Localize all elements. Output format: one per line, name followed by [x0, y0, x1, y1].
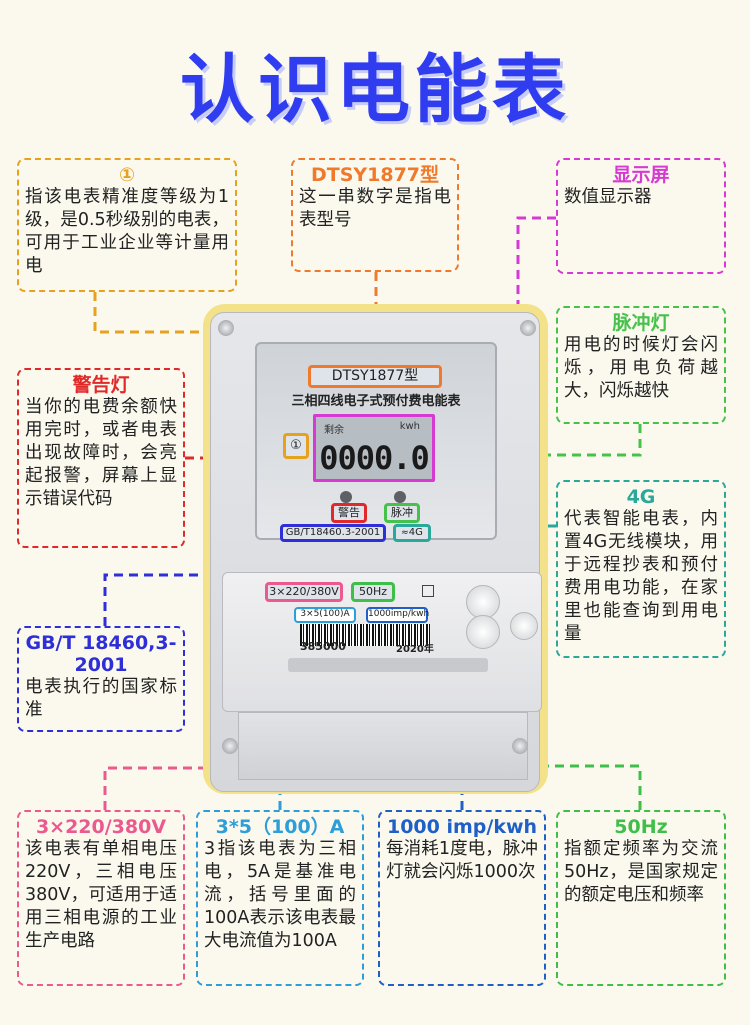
lcd-remaining-label: 剩余 — [324, 425, 344, 436]
callout-display-body: 数值显示器 — [564, 187, 652, 207]
callout-4g-body: 代表智能电表，内置4G无线模块，用于远程抄表和预付费用电功能，在家里也能查询到用… — [564, 509, 718, 644]
callout-model-body: 这一串数字是指电表型号 — [299, 187, 451, 230]
voltage-tag: 3×220/380V — [265, 582, 343, 602]
imp-tag: 1000imp/kwh — [366, 607, 429, 623]
meter-terminal-cover — [238, 712, 528, 780]
callout-imp: 1000 imp/kwh 每消耗1度电，脉冲灯就会闪烁1000次 — [378, 810, 546, 986]
callout-gbt-body: 电表执行的国家标准 — [25, 677, 177, 720]
callout-display-head: 显示屏 — [612, 164, 670, 186]
network-tag: ≈4G — [393, 524, 431, 542]
callout-current-body: 3指该电表为三相电，5A是基准电流，括号里面的100A表示该电表最大电流值为10… — [204, 839, 356, 951]
callout-imp-body: 每消耗1度电，脉冲灯就会闪烁1000次 — [386, 839, 538, 882]
callout-pulse: 脉冲灯 用电的时候灯会闪烁，用电负荷越大，闪烁越快 — [556, 306, 726, 424]
callout-alarm: 警告灯 当你的电费余额快用完时，或者电表出现故障时，会亮起报警，屏幕上显示错误代… — [17, 368, 185, 548]
screw-icon — [512, 738, 528, 754]
callout-voltage-body: 该电表有单相电压220V，三相电压380V，可适用于适用三相电源的工业生产电路 — [25, 839, 177, 951]
alarm-tag: 警告 — [331, 503, 367, 523]
callout-voltage: 3×220/380V 该电表有单相电压220V，三相电压380V，可适用于适用三… — [17, 810, 185, 986]
callout-accuracy-body: 指该电表精准度等级为1级，是0.5秒级别的电表，可用于工业企业等计量用电 — [25, 187, 229, 276]
callout-frequency: 50Hz 指额定频率为交流50Hz，是国家规定的额定电压和频率 — [556, 810, 726, 986]
screw-icon — [218, 320, 234, 336]
meter-full-name: 三相四线电子式预付费电能表 — [291, 394, 461, 409]
screw-icon — [222, 738, 238, 754]
callout-accuracy: ① 指该电表精准度等级为1级，是0.5秒级别的电表，可用于工业企业等计量用电 — [17, 158, 237, 292]
callout-accuracy-head: ① — [118, 164, 136, 186]
callout-model: DTSY1877型 这一串数字是指电表型号 — [291, 158, 459, 272]
alarm-light-icon — [340, 491, 352, 503]
page-title: 认识电能表 — [180, 47, 570, 133]
wifi-icon: ≈ — [401, 528, 409, 538]
callout-gbt: GB/T 18460,3-2001 电表执行的国家标准 — [17, 626, 185, 732]
callout-frequency-head: 50Hz — [614, 816, 668, 838]
screw-icon — [520, 320, 536, 336]
callout-alarm-body: 当你的电费余额快用完时，或者电表出现故障时，会亮起报警，屏幕上显示错误代码 — [25, 397, 177, 509]
model-tag: DTSY1877型 — [308, 365, 442, 388]
network-label: 4G — [408, 527, 423, 538]
callout-imp-head: 1000 imp/kwh — [386, 816, 538, 838]
callout-voltage-head: 3×220/380V — [35, 816, 167, 838]
callout-model-head: DTSY1877型 — [310, 164, 440, 186]
callout-gbt-head: GB/T 18460,3-2001 — [25, 632, 177, 676]
serial-number: 385000 — [300, 640, 346, 653]
current-tag: 3×5(100)A — [294, 607, 356, 623]
barcode-icon — [300, 624, 430, 646]
year-label: 2020年 — [396, 644, 434, 655]
lcd-unit-label: kwh — [399, 421, 420, 432]
pulse-tag: 脉冲 — [384, 503, 420, 523]
lcd-digits: 0000.0 — [319, 439, 430, 477]
pulse-light-icon — [394, 491, 406, 503]
callout-4g-head: 4G — [626, 486, 656, 508]
callout-alarm-head: 警告灯 — [72, 374, 130, 396]
meter-blur-strip — [288, 658, 488, 672]
meter-button-icon — [466, 615, 500, 649]
meter-button-icon — [510, 612, 538, 640]
lcd-display: 剩余 kwh 0000.0 — [313, 414, 435, 482]
square-mark-icon — [422, 585, 434, 597]
callout-current-head: 3*5（100）A — [215, 816, 345, 838]
standard-tag: GB/T18460.3-2001 — [280, 524, 386, 542]
callout-pulse-head: 脉冲灯 — [612, 312, 670, 334]
accuracy-tag: ① — [283, 433, 309, 459]
callout-current: 3*5（100）A 3指该电表为三相电，5A是基准电流，括号里面的100A表示该… — [196, 810, 364, 986]
callout-pulse-body: 用电的时候灯会闪烁，用电负荷越大，闪烁越快 — [564, 335, 718, 401]
callout-frequency-body: 指额定频率为交流50Hz，是国家规定的额定电压和频率 — [564, 839, 718, 905]
meter-button-icon — [466, 585, 500, 619]
callout-4g: 4G 代表智能电表，内置4G无线模块，用于远程抄表和预付费用电功能，在家里也能查… — [556, 480, 726, 658]
frequency-tag: 50Hz — [351, 582, 395, 602]
callout-display: 显示屏 数值显示器 — [556, 158, 726, 274]
